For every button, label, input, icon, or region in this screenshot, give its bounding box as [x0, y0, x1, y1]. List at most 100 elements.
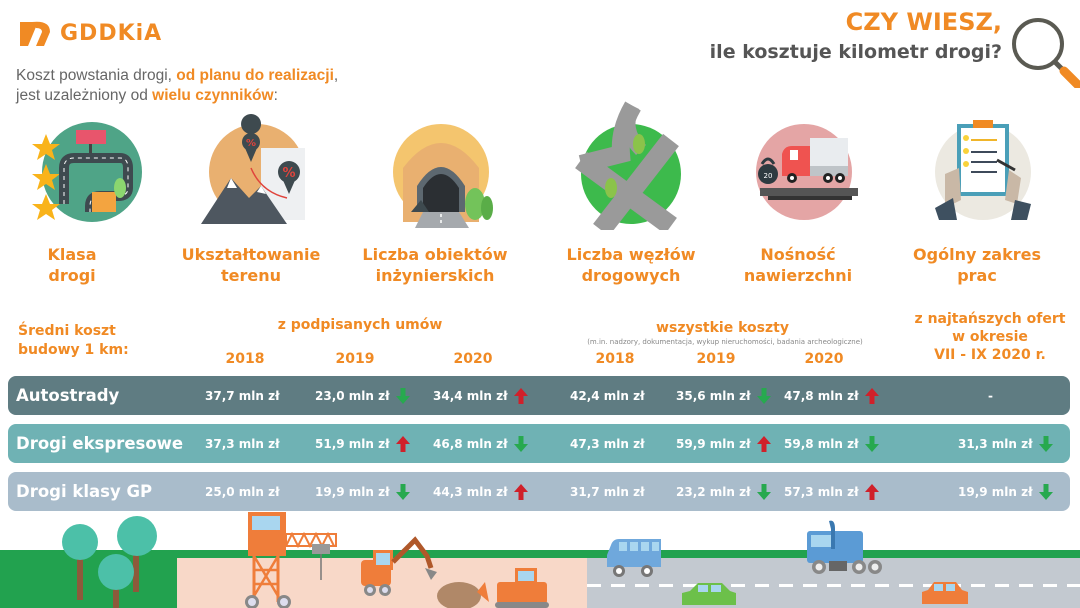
cost-cell: 46,8 mln zł — [433, 435, 528, 452]
group-contracts-title: z podpisanych umów — [277, 317, 443, 333]
orange-car-illustration — [922, 582, 968, 604]
cost-value: 46,8 mln zł — [433, 436, 508, 451]
arrow-up-icon — [513, 483, 528, 500]
year-header: 2019 — [335, 351, 375, 367]
cost-value: 19,9 mln zł — [958, 484, 1033, 499]
row-label: Drogi klasy GP — [16, 482, 153, 501]
cost-value: 42,4 mln zł — [570, 388, 645, 403]
factor-label-line: terenu — [220, 266, 282, 285]
factor-label-line: drogowych — [581, 266, 681, 285]
magnifier-icon — [1012, 18, 1080, 88]
year-header: 2020 — [804, 351, 844, 367]
intro-text-part: Koszt powstania drogi, — [16, 67, 177, 84]
cost-value: 44,3 mln zł — [433, 484, 508, 499]
svg-text:%: % — [246, 138, 256, 149]
cost-value: 37,7 mln zł — [205, 388, 280, 403]
year-header: 2019 — [696, 351, 736, 367]
intro-highlight: od planu do realizacji — [176, 67, 334, 84]
factor-label-line: Nośność — [760, 245, 836, 264]
table-row: Drogi klasy GP 25,0 mln zł 19,9 mln zł 44,3… — [8, 472, 1070, 511]
arrow-down-icon — [864, 435, 879, 452]
crane-illustration — [245, 512, 337, 608]
arrow-up-icon — [513, 387, 528, 404]
cost-cell: 25,0 mln zł — [205, 485, 280, 499]
arrow-up-icon — [395, 435, 410, 452]
arrow-down-icon — [395, 483, 410, 500]
road-class-icon — [32, 122, 142, 222]
cost-cell: 37,3 mln zł — [205, 437, 280, 451]
cost-value: 23,2 mln zł — [676, 484, 751, 499]
arrow-down-icon — [395, 387, 410, 404]
arrow-down-icon — [513, 435, 528, 452]
intro-text: Koszt powstania drogi, od planu do reali… — [16, 66, 338, 106]
arrow-up-icon — [756, 435, 771, 452]
factor-road-class: Klasa drogi — [0, 108, 152, 286]
cost-cell: 47,3 mln zł — [570, 437, 645, 451]
terrain-icon: % % — [201, 114, 305, 224]
factor-scope-of-work: Ogólny zakres prac — [897, 108, 1057, 286]
arrow-up-icon — [864, 387, 879, 404]
cost-cell: 23,2 mln zł — [676, 483, 771, 500]
avg-cost-header: Średni koszt budowy 1 km: — [18, 322, 129, 360]
cost-value: 47,3 mln zł — [570, 436, 645, 451]
cost-value: 59,9 mln zł — [676, 436, 751, 451]
tunnel-icon — [393, 124, 493, 228]
trees-illustration — [62, 516, 157, 608]
cost-cell: 31,3 mln zł — [958, 435, 1053, 452]
interchange-icon — [575, 101, 681, 230]
cost-value: 59,8 mln zł — [784, 436, 859, 451]
factor-label-line: prac — [957, 266, 997, 285]
factor-label-line: Ukształtowanie — [181, 245, 321, 264]
factor-label-line: drogi — [48, 266, 96, 285]
cost-cell: 19,9 mln zł — [958, 483, 1053, 500]
avg-cost-header-line: Średni koszt — [18, 323, 116, 339]
cost-value: 51,9 mln zł — [315, 436, 390, 451]
cost-cell: - — [988, 389, 993, 403]
factor-label-line: Klasa — [47, 245, 97, 264]
cost-value: 31,7 mln zł — [570, 484, 645, 499]
intro-highlight: wielu czynników — [152, 87, 274, 104]
cost-value: 25,0 mln zł — [205, 484, 280, 499]
factor-label-line: Liczba obiektów — [362, 245, 508, 264]
truck-illustration — [807, 520, 882, 574]
cost-value: - — [988, 388, 993, 403]
title-line-2: ile kosztuje kilometr drogi? — [709, 41, 1002, 63]
green-car-illustration — [682, 583, 736, 605]
row-label: Autostrady — [16, 386, 120, 405]
logo-text: GDDKiA — [60, 20, 163, 46]
cost-cell: 57,3 mln zł — [784, 483, 879, 500]
cost-cell: 19,9 mln zł — [315, 483, 410, 500]
svg-text:%: % — [282, 166, 295, 181]
bulldozer-illustration — [437, 568, 549, 608]
group-cheapest-line: VII - IX 2020 r. — [934, 347, 1046, 363]
title-line-1: CZY WIESZ, — [845, 8, 1002, 36]
truck-load-icon: 20 — [756, 124, 860, 220]
gddkia-logo-icon — [20, 21, 50, 46]
cost-value: 35,6 mln zł — [676, 388, 751, 403]
svg-text:20: 20 — [764, 172, 773, 180]
factor-label-line: inżynierskich — [375, 266, 495, 285]
page-title: CZY WIESZ, ile kosztuje kilometr drogi? — [710, 6, 1002, 66]
cost-cell: 59,9 mln zł — [676, 435, 771, 452]
cost-cell: 34,4 mln zł — [433, 387, 528, 404]
cost-value: 31,3 mln zł — [958, 436, 1033, 451]
group-all-costs-note: (m.in. nadzory, dokumentacja, wykup nier… — [587, 338, 863, 346]
cost-cell: 37,7 mln zł — [205, 389, 280, 403]
factor-terrain: % % Ukształtowanie terenu — [171, 108, 331, 286]
road-lane-marking — [587, 584, 1080, 587]
cost-cell: 59,8 mln zł — [784, 435, 879, 452]
factor-label-line: Ogólny zakres — [913, 245, 1041, 264]
intro-text-part: jest uzależniony od — [16, 87, 153, 104]
cost-cell: 35,6 mln zł — [676, 387, 771, 404]
clipboard-icon — [935, 120, 1031, 220]
cost-cell: 31,7 mln zł — [570, 485, 645, 499]
group-cheapest-line: w okresie — [952, 329, 1028, 345]
group-cheapest-line: z najtańszych ofert — [914, 311, 1066, 327]
avg-cost-header-line: budowy 1 km: — [18, 342, 129, 358]
arrow-down-icon — [1038, 483, 1053, 500]
year-header: 2018 — [225, 351, 265, 367]
cost-value: 57,3 mln zł — [784, 484, 859, 499]
